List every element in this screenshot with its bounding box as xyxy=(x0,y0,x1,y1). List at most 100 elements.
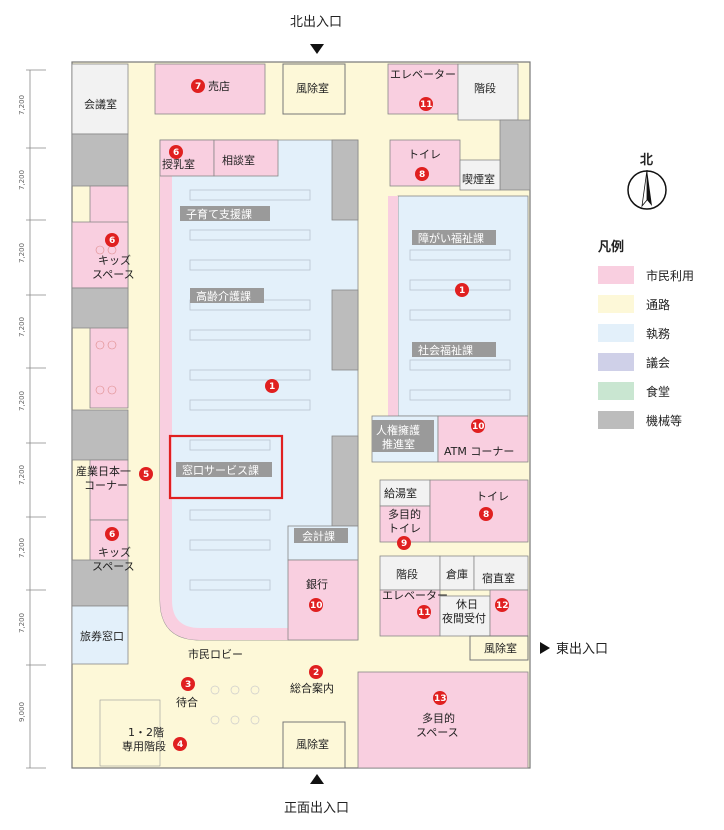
room-kyujitsu[interactable] xyxy=(439,595,491,637)
compass-label: 北 xyxy=(640,153,653,168)
label-elevator-top: エレベーター xyxy=(390,68,456,81)
label-junyushitsu: 授乳室 xyxy=(162,157,195,171)
label-kaigishitsu: 会議室 xyxy=(84,97,117,111)
room-kaidan-mid[interactable] xyxy=(379,555,441,591)
svg-text:11: 11 xyxy=(418,608,431,618)
office-east xyxy=(397,195,529,417)
marker-11-top[interactable]: 11 xyxy=(419,97,433,111)
room-senyo-kaidan[interactable] xyxy=(99,699,161,767)
label-kyutoshitsu: 給湯室 xyxy=(384,486,417,500)
svg-text:4: 4 xyxy=(177,740,183,750)
label-sodanshitsu: 相談室 xyxy=(222,153,255,167)
legend-label: 食堂 xyxy=(646,384,671,399)
legend-item: 議会 xyxy=(598,352,718,372)
marker-3[interactable]: 3 xyxy=(181,677,195,691)
marker-1-west[interactable]: 1 xyxy=(265,379,279,393)
svg-text:6: 6 xyxy=(173,148,179,158)
highlight-madoguchi[interactable] xyxy=(168,434,284,500)
svg-text:6: 6 xyxy=(109,530,115,540)
label-sangyo-1: 産業日本一 xyxy=(76,464,131,478)
svg-text:11: 11 xyxy=(420,100,433,110)
front-entrance-arrow xyxy=(310,774,324,784)
label-senyo-1: 1・2階 xyxy=(128,725,164,739)
marker-7[interactable]: 7 xyxy=(191,79,205,93)
legend-swatch xyxy=(598,411,634,429)
marker-9[interactable]: 9 xyxy=(397,536,411,550)
label-kyujitsu-2: 夜間受付 xyxy=(442,611,486,625)
room-fujoshitsu-east[interactable] xyxy=(469,635,529,661)
room-fujoshitsu-bottom[interactable] xyxy=(282,721,346,769)
label-korei: 高齢介護課 xyxy=(196,289,251,303)
room-sodanshitsu[interactable] xyxy=(213,139,279,177)
north-entrance-label: 北出入口 xyxy=(290,15,342,30)
compass-icon xyxy=(627,169,667,210)
label-toilet-top: トイレ xyxy=(408,148,441,161)
room-kyutoshitsu[interactable] xyxy=(379,479,431,507)
dim-label: 7,200 xyxy=(18,317,26,337)
room-toilet-mid[interactable] xyxy=(429,479,529,543)
label-kaikeika: 会計課 xyxy=(302,529,335,543)
marker-11-mid[interactable]: 11 xyxy=(417,605,431,619)
marker-8-top[interactable]: 8 xyxy=(415,167,429,181)
label-shogai: 障がい福祉課 xyxy=(418,231,484,245)
room-kaidan-top[interactable] xyxy=(457,63,519,121)
north-entrance-arrow xyxy=(310,44,324,54)
svg-text:10: 10 xyxy=(472,422,485,432)
room-tamokuteki-space[interactable] xyxy=(357,671,529,769)
room-ryoken[interactable] xyxy=(71,605,129,665)
label-shakai: 社会福祉課 xyxy=(418,343,473,357)
marker-6-junyu[interactable]: 6 xyxy=(169,145,183,159)
marker-6-kids-top[interactable]: 6 xyxy=(105,233,119,247)
legend-label: 機械等 xyxy=(646,413,683,428)
marker-13[interactable]: 13 xyxy=(433,691,447,705)
label-tamokuteki-toilet-1: 多目的 xyxy=(388,507,421,521)
svg-text:8: 8 xyxy=(483,510,489,520)
label-elevator-mid: エレベーター xyxy=(382,589,448,602)
svg-text:13: 13 xyxy=(434,694,447,704)
legend-swatch xyxy=(598,295,634,313)
svg-text:1: 1 xyxy=(269,382,275,392)
label-fujoshitsu-east: 風除室 xyxy=(484,641,517,655)
label-fujoshitsu-bottom: 風除室 xyxy=(296,737,329,751)
legend-swatch xyxy=(598,353,634,371)
marker-10-ginko[interactable]: 10 xyxy=(309,598,323,612)
marker-6-kids-bottom[interactable]: 6 xyxy=(105,527,119,541)
marker-2[interactable]: 2 xyxy=(309,665,323,679)
room-ginko[interactable] xyxy=(287,559,359,641)
room-sangyo[interactable] xyxy=(89,459,129,521)
dim-label: 7,200 xyxy=(18,613,26,633)
label-ryoken: 旅券窓口 xyxy=(80,629,124,643)
label-baiten: 売店 xyxy=(208,79,230,93)
label-sogo-annai: 総合案内 xyxy=(290,681,334,695)
marker-4[interactable]: 4 xyxy=(173,737,187,751)
marker-1-east[interactable]: 1 xyxy=(455,283,469,297)
marker-8-mid[interactable]: 8 xyxy=(479,507,493,521)
legend-swatch xyxy=(598,266,634,284)
label-ginko: 銀行 xyxy=(306,577,328,591)
dim-label: 9,000 xyxy=(18,702,26,722)
legend-item: 通路 xyxy=(598,294,718,314)
legend-label: 議会 xyxy=(646,355,671,370)
marker-5[interactable]: 5 xyxy=(139,467,153,481)
marker-12[interactable]: 12 xyxy=(495,598,509,612)
label-tamokuteki-space-1: 多目的 xyxy=(422,711,455,725)
room-baiten[interactable] xyxy=(154,63,266,115)
legend-item: 食堂 xyxy=(598,381,718,401)
front-entrance-label: 正面出入口 xyxy=(284,801,349,816)
room-shukuchoku[interactable] xyxy=(473,555,529,591)
marker-10-atm[interactable]: 10 xyxy=(471,419,485,433)
label-shukuchoku: 宿直室 xyxy=(482,571,515,585)
svg-text:9: 9 xyxy=(401,539,407,549)
svg-text:8: 8 xyxy=(419,170,425,180)
svg-text:6: 6 xyxy=(109,236,115,246)
dimension-scale: 7,200 7,200 7,200 7,200 7,200 7,200 7,20… xyxy=(18,69,46,769)
room-fujoshitsu-top[interactable] xyxy=(282,63,346,115)
label-kaidan-top: 階段 xyxy=(474,81,496,95)
label-kids-bottom-1: キッズ xyxy=(98,545,131,559)
label-kitsuenshitsu: 喫煙室 xyxy=(462,172,495,186)
room-junyushitsu[interactable] xyxy=(159,139,215,177)
legend-item: 機械等 xyxy=(598,410,718,430)
label-shimin-lobby: 市民ロビー xyxy=(188,647,243,661)
label-souko: 倉庫 xyxy=(446,567,468,581)
room-kitsuenshitsu[interactable] xyxy=(459,159,501,191)
